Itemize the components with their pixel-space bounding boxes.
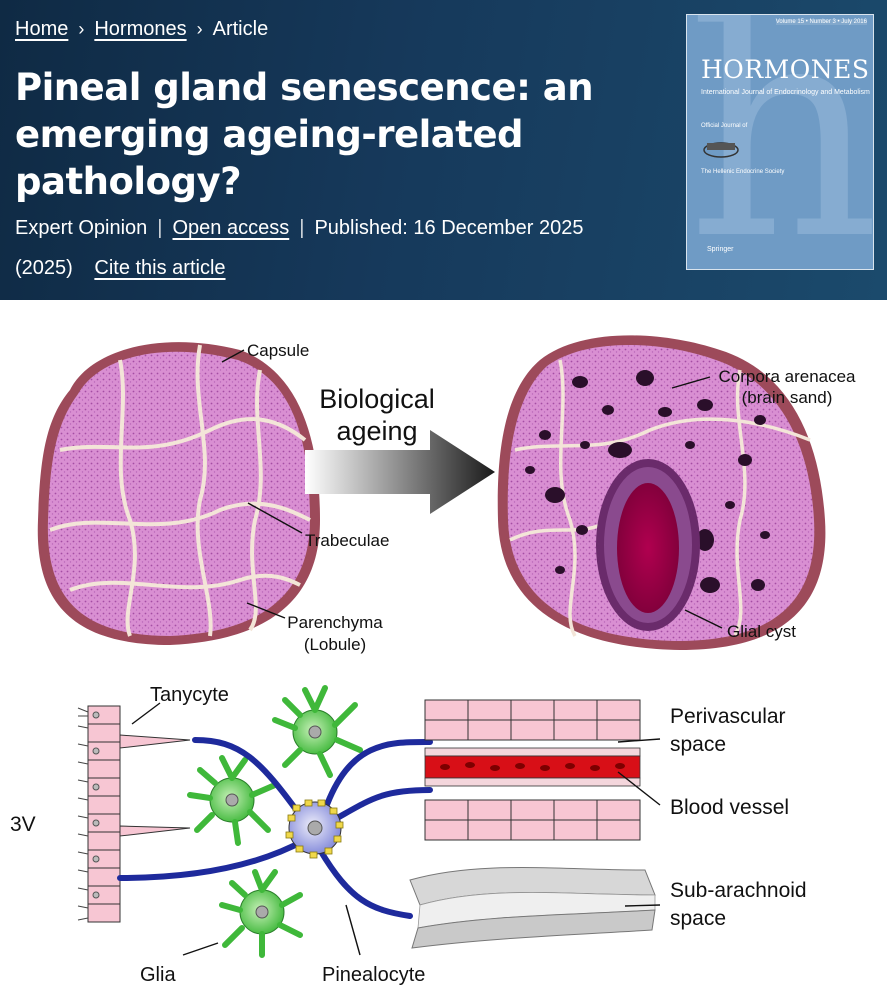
breadcrumb-separator: › xyxy=(78,19,85,39)
perivascular-space-label: space xyxy=(670,733,726,756)
lobule-label: (Lobule) xyxy=(304,635,366,654)
article-meta: Expert Opinion | Open access | Published… xyxy=(15,217,584,239)
bottom-label-leaders xyxy=(131,702,661,956)
glia-cells xyxy=(187,685,363,958)
breadcrumb: Home › Hormones › Article xyxy=(15,18,268,41)
subarachnoid-sheet xyxy=(409,867,656,949)
journal-cover[interactable]: h Volume 15 • Number 3 • July 2016 HORMO… xyxy=(686,14,874,270)
arrow-label-ageing: ageing xyxy=(336,416,417,446)
vessel-wall xyxy=(424,699,641,841)
cover-publisher: Springer xyxy=(707,246,734,253)
cover-society: The Hellenic Endocrine Society xyxy=(701,169,785,175)
article-title: Pineal gland senescence: an emerging age… xyxy=(15,66,594,203)
top-labels xyxy=(221,349,723,629)
pinealocyte-label: Pinealocyte xyxy=(322,964,425,986)
capsule-label: Capsule xyxy=(247,341,309,360)
pinealocyte-processes xyxy=(117,737,433,919)
subarachnoid-label: Sub-arachnoid xyxy=(670,879,807,902)
article-year: (2025) xyxy=(15,257,73,279)
cover-journal-title: HORMONES xyxy=(701,55,870,84)
pinealocyte-cell xyxy=(285,799,344,859)
article-meta-line2: (2025) Cite this article xyxy=(15,257,226,280)
parenchyma-label: Parenchyma xyxy=(287,613,383,632)
subarachnoid-space-label: space xyxy=(670,907,726,930)
cover-journal-subtitle: International Journal of Endocrinology a… xyxy=(701,89,870,96)
corpora-arenacea-label: Corpora arenacea xyxy=(718,367,856,386)
arrow-label-biological: Biological xyxy=(319,384,435,414)
young-pineal-gland xyxy=(37,342,321,645)
tanycyte-layer xyxy=(77,705,191,923)
breadcrumb-current: Article xyxy=(212,18,269,40)
cite-article-link[interactable]: Cite this article xyxy=(94,257,226,279)
third-ventricle-label: 3V xyxy=(10,813,36,836)
breadcrumb-hormones-link[interactable]: Hormones xyxy=(94,18,187,40)
perivascular-label: Perivascular xyxy=(670,705,786,728)
published-date: Published: 16 December 2025 xyxy=(314,217,584,239)
cover-official-journal: Official Journal of xyxy=(701,123,748,129)
blood-vessel-label: Blood vessel xyxy=(670,796,789,819)
society-emblem-icon xyxy=(703,142,739,158)
cover-issue-line: Volume 15 • Number 3 • July 2016 xyxy=(775,19,867,25)
article-header: Home › Hormones › Article Pineal gland s… xyxy=(0,0,887,300)
ageing-arrow: Biological ageing xyxy=(305,384,495,514)
tanycyte-label: Tanycyte xyxy=(150,684,229,706)
trabeculae-label: Trabeculae xyxy=(305,531,389,550)
breadcrumb-separator: › xyxy=(196,19,203,39)
glia-label: Glia xyxy=(140,964,176,986)
brain-sand-label: (brain sand) xyxy=(742,388,833,407)
aged-pineal-gland xyxy=(497,335,826,650)
open-access-link[interactable]: Open access xyxy=(172,217,290,239)
glial-cyst-label: Glial cyst xyxy=(727,622,796,641)
article-type: Expert Opinion xyxy=(15,217,148,239)
breadcrumb-home-link[interactable]: Home xyxy=(15,18,69,40)
graphical-abstract-figure: Biological ageing xyxy=(10,335,856,986)
